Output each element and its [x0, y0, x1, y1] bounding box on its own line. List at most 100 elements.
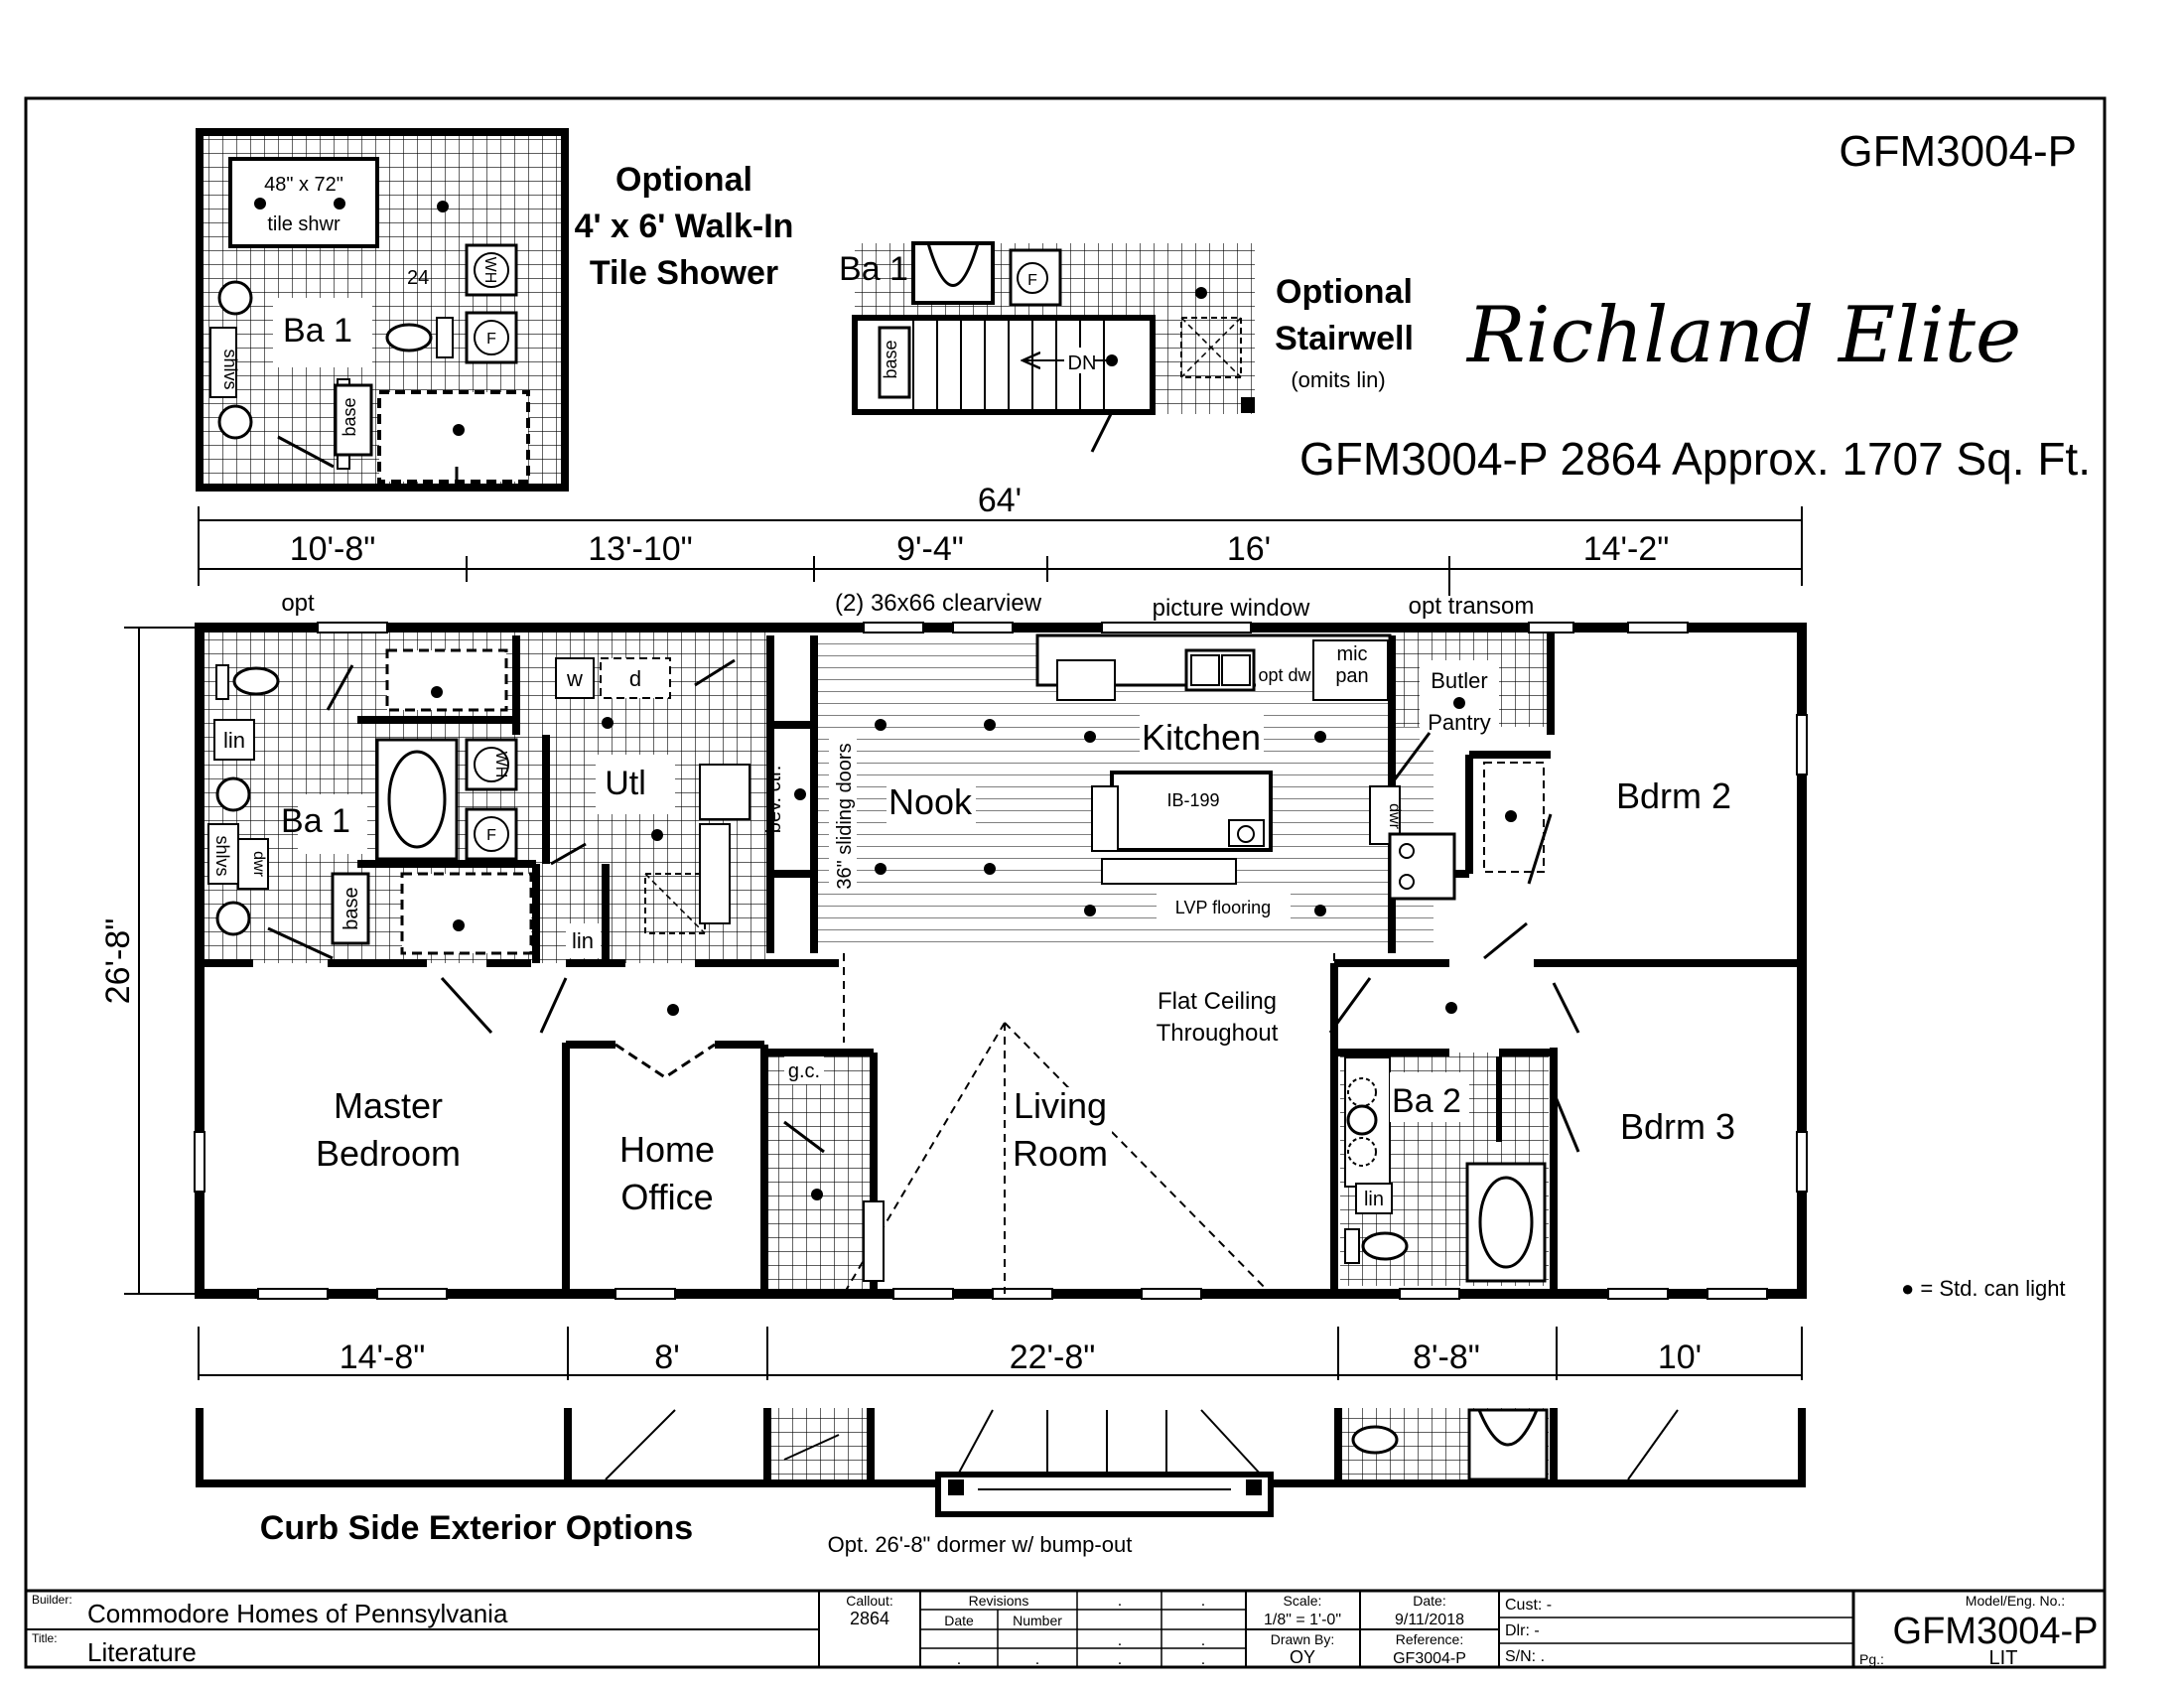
date-label: Date:	[1413, 1593, 1445, 1609]
shower-num-label: 24	[407, 267, 429, 289]
ba1-dwr-label: dwr	[250, 851, 267, 877]
pantry-label: Pantry	[1428, 710, 1491, 735]
shower-title-line-3: Tile Shower	[590, 254, 778, 292]
model-value: GFM3004-P	[1893, 1611, 2099, 1652]
model-number-top: GFM3004-P	[1839, 127, 2077, 176]
master-label-2: Bedroom	[316, 1133, 461, 1174]
stair-title-line-2: Stairwell	[1275, 320, 1414, 357]
ba2-lin-label: lin	[1364, 1189, 1384, 1210]
legend-can-light: ● = Std. can light	[1901, 1276, 2066, 1301]
callout-value: 2864	[850, 1609, 889, 1628]
gc-label: g.c.	[788, 1060, 820, 1082]
opt-dw-label: opt dw	[1258, 665, 1311, 685]
ceiling-label-1: Flat Ceiling	[1158, 988, 1277, 1015]
bottom-dimension-lines	[198, 1327, 1803, 1380]
drawn-label: Drawn By:	[1271, 1631, 1335, 1647]
wh-label: WH	[492, 752, 509, 778]
f-label: F	[486, 827, 496, 844]
pg-label: Pg.:	[1859, 1651, 1884, 1667]
shower-size-label: 48" x 72"	[264, 174, 343, 196]
washer-label: w	[566, 666, 583, 691]
stair-f-label: F	[1027, 272, 1037, 289]
dryer-label: d	[629, 666, 641, 691]
utl-lin-label: lin	[572, 928, 594, 953]
note-clearview: (2) 36x66 clearview	[835, 590, 1042, 617]
rev-dot-7: .	[1118, 1651, 1122, 1668]
ba1-base-label: base	[341, 887, 362, 929]
dim-bottom-1: 14'-8"	[340, 1338, 426, 1376]
rev-number-label: Number	[1013, 1613, 1062, 1628]
rev-dot-8: .	[1201, 1651, 1205, 1668]
pg-value: LIT	[1989, 1647, 2018, 1669]
scale-value: 1/8" = 1'-0"	[1264, 1612, 1341, 1628]
bdrm2-label: Bdrm 2	[1616, 775, 1731, 816]
dim-depth: 26'-8"	[99, 918, 137, 1005]
title-block	[26, 1589, 2105, 1667]
nook-label: Nook	[888, 781, 973, 822]
title-value: Literature	[87, 1637, 197, 1667]
kitchen-dwr-label: dwr	[1386, 803, 1403, 829]
office-label-2: Office	[620, 1177, 713, 1217]
dim-overall-width: 64'	[978, 482, 1022, 519]
main-plan: Ba 1 lin shlvs dwr base WH F w d Utl lin…	[194, 622, 1808, 1300]
lvp-label: LVP flooring	[1175, 898, 1271, 917]
dim-top-4: 16'	[1227, 530, 1271, 568]
model-label: Model/Eng. No.:	[1966, 1593, 2065, 1609]
stair-ba1-label: Ba 1	[839, 250, 908, 288]
dormer-note: Opt. 26'-8" dormer w/ bump-out	[828, 1532, 1133, 1557]
rev-dot-5: .	[957, 1651, 961, 1668]
inset-f-label: F	[486, 331, 496, 348]
ref-label: Reference:	[1396, 1631, 1463, 1647]
rev-dot-3: .	[1118, 1632, 1122, 1649]
date-value: 9/11/2018	[1395, 1612, 1464, 1628]
ref-value: GF3004-P	[1393, 1650, 1466, 1667]
rev-dot-2: .	[1201, 1593, 1205, 1610]
plan-name: Richland Elite	[1465, 291, 2021, 380]
rev-date-label: Date	[944, 1613, 974, 1628]
inset-base-label: base	[340, 397, 359, 436]
curb-side-strip	[196, 1408, 1806, 1517]
stair-base-label: base	[881, 340, 900, 378]
dim-top-5: 14'-2"	[1583, 530, 1670, 568]
top-dimension-lines	[198, 506, 1803, 586]
dim-bottom-4: 8'-8"	[1413, 1338, 1480, 1376]
dim-top-2: 13'-10"	[588, 530, 693, 568]
bdrm3-label: Bdrm 3	[1620, 1106, 1735, 1147]
dim-bottom-3: 22'-8"	[1010, 1338, 1096, 1376]
shower-sub-label: tile shwr	[267, 213, 341, 235]
depth-dimension	[124, 627, 204, 1295]
shower-title-line-2: 4' x 6' Walk-In	[575, 208, 794, 245]
sheet-border	[24, 96, 2107, 1669]
ceiling-label-2: Throughout	[1157, 1020, 1279, 1047]
kitchen-label: Kitchen	[1142, 717, 1261, 758]
dim-bottom-5: 10'	[1658, 1338, 1702, 1376]
drawn-value: OY	[1290, 1647, 1315, 1667]
sqft-line: GFM3004-P 2864 Approx. 1707 Sq. Ft.	[1299, 433, 2091, 485]
office-label-1: Home	[619, 1129, 715, 1170]
mic-label: mic	[1336, 643, 1367, 665]
rev-dot-4: .	[1201, 1632, 1205, 1649]
stair-dn-label: DN	[1068, 352, 1097, 374]
stair-title-line-1: Optional	[1276, 273, 1413, 311]
ba1-label: Ba 1	[281, 802, 350, 840]
sn-field: S/N: .	[1505, 1648, 1545, 1665]
builder-value: Commodore Homes of Pennsylvania	[87, 1599, 508, 1628]
master-label-1: Master	[334, 1085, 443, 1126]
dim-top-1: 10'-8"	[290, 530, 376, 568]
revisions-label: Revisions	[969, 1593, 1029, 1609]
inset-wh-label: WH	[481, 257, 498, 284]
stair-note: (omits lin)	[1291, 367, 1385, 392]
curbside-title: Curb Side Exterior Options	[260, 1509, 693, 1547]
cust-field: Cust: -	[1505, 1597, 1552, 1614]
ba1-lin-label: lin	[223, 728, 245, 753]
shower-title-line-1: Optional	[615, 161, 752, 199]
title-label: Title:	[32, 1631, 58, 1645]
island-label: IB-199	[1166, 790, 1219, 810]
utl-label: Utl	[605, 765, 646, 802]
inset-shlvs-label: shlvs	[220, 349, 240, 389]
bev-ctr-label: bev. ctr.	[763, 766, 785, 834]
builder-label: Builder:	[32, 1593, 72, 1607]
ba2-label: Ba 2	[1392, 1082, 1461, 1120]
living-label-2: Room	[1013, 1133, 1108, 1174]
